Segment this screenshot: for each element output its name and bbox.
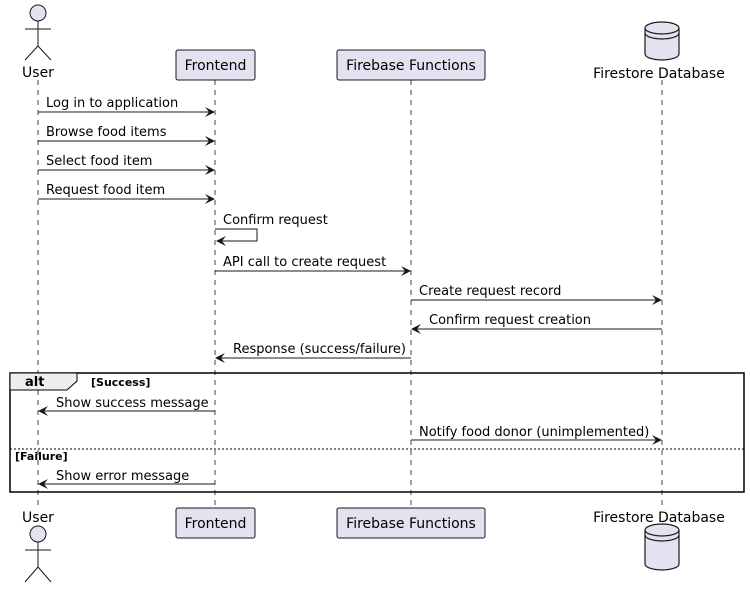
participant-frontend-bottom: Frontend — [185, 516, 247, 532]
participant-frontend-box-top — [175, 49, 256, 81]
message-label-12: Show error message — [56, 469, 189, 484]
message-label-6: API call to create request — [223, 255, 386, 270]
participant-frontend-box-bottom — [175, 507, 256, 539]
alt-guard-failure: [Failure] — [15, 450, 68, 463]
participant-functions-box-bottom — [336, 507, 486, 539]
alt-frame — [9, 372, 745, 493]
user-actor-icon-top — [24, 4, 52, 61]
message-label-2: Browse food items — [46, 125, 167, 140]
message-label-11: Notify food donor (unimplemented) — [419, 425, 649, 440]
participant-user-bottom: User — [22, 510, 54, 526]
participant-database-bottom: Firestore Database — [593, 510, 725, 526]
message-label-1: Log in to application — [46, 96, 178, 111]
participant-user-top: User — [22, 65, 54, 81]
participant-functions-bottom: Firebase Functions — [346, 516, 476, 532]
message-label-8: Confirm request creation — [429, 313, 591, 328]
alt-guard-success: [Success] — [91, 376, 150, 389]
message-arrow-5 — [215, 228, 258, 246]
participant-functions-box-top — [336, 49, 486, 81]
message-label-4: Request food item — [46, 183, 165, 198]
alt-frame-title: alt — [25, 375, 44, 390]
database-icon-bottom — [644, 523, 680, 571]
participant-functions-top: Firebase Functions — [346, 58, 476, 74]
user-actor-icon-bottom — [24, 525, 52, 583]
message-label-7: Create request record — [419, 284, 561, 299]
alt-frame-tab — [9, 372, 78, 391]
message-label-9: Response (success/failure) — [233, 342, 406, 357]
message-label-10: Show success message — [56, 396, 209, 411]
database-icon-top — [644, 21, 680, 61]
message-label-3: Select food item — [46, 154, 152, 169]
participant-frontend-top: Frontend — [185, 58, 247, 74]
participant-database-top: Firestore Database — [593, 66, 725, 82]
message-label-5: Confirm request — [223, 213, 328, 228]
